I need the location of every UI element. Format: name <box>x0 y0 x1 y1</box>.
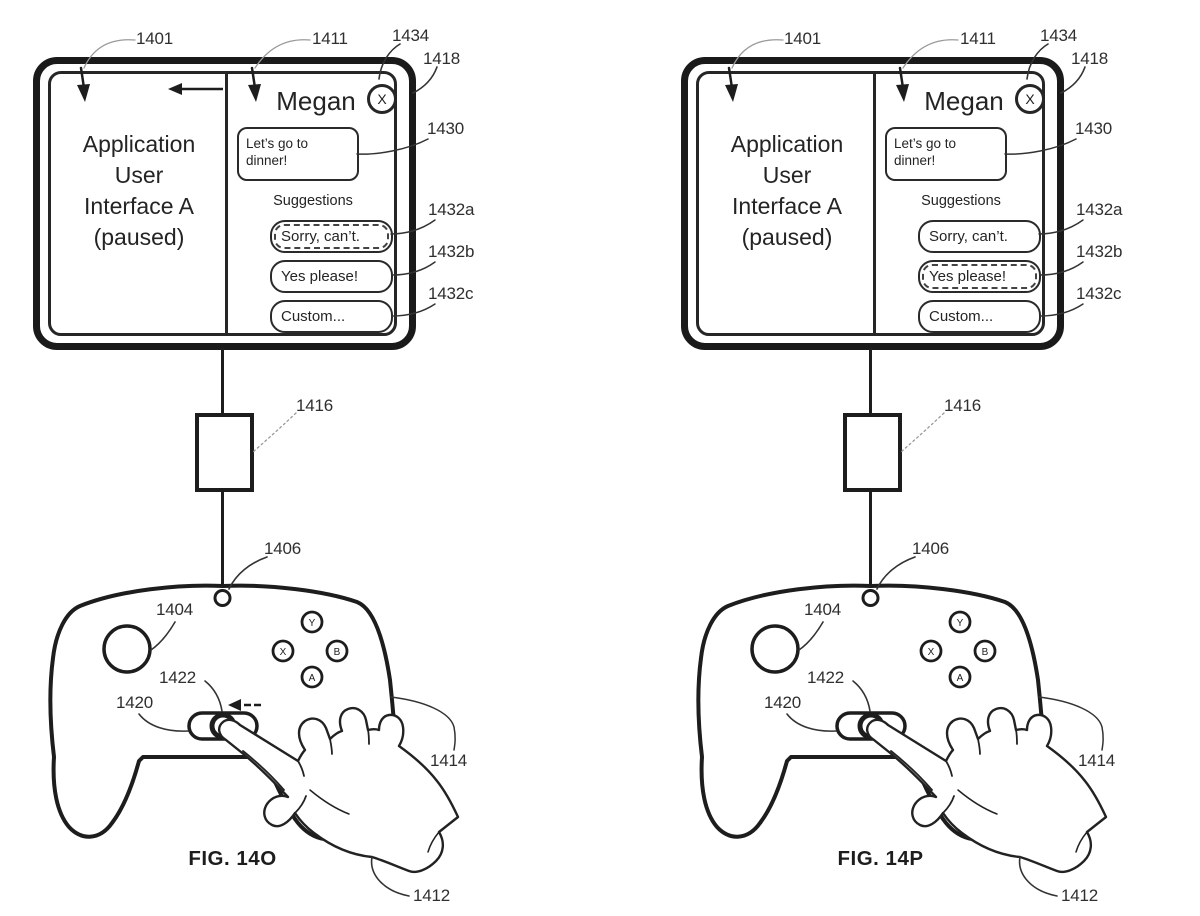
ref-1416: 1416 <box>944 396 982 415</box>
ref-1432a: 1432a <box>428 200 475 219</box>
figure-caption: FIG. 14O <box>188 847 277 870</box>
ref-1432b: 1432b <box>428 242 475 261</box>
ref-1401: 1401 <box>784 29 822 48</box>
close-icon: X <box>1025 91 1035 107</box>
close-button: X <box>367 84 397 114</box>
figure-14p: Application User Interface A (paused) Me… <box>648 0 1188 916</box>
message-bubble: Let’s go to dinner! <box>237 127 359 181</box>
ref-1418: 1418 <box>423 49 461 68</box>
message-bubble: Let’s go to dinner! <box>885 127 1007 181</box>
ref-1434: 1434 <box>392 26 430 45</box>
connector <box>195 348 254 592</box>
ref-1430: 1430 <box>427 119 465 138</box>
face-button-y <box>948 610 972 634</box>
face-button-y-label: Y <box>957 618 964 629</box>
ref-1416: 1416 <box>296 396 334 415</box>
game-controller: Y X B A <box>48 583 397 842</box>
pane-divider <box>873 74 876 333</box>
figure-caption: FIG. 14P <box>837 847 924 870</box>
adapter-box <box>195 413 254 492</box>
application-pane-text: Application User Interface A (paused) <box>730 131 844 250</box>
ref-1404: 1404 <box>804 600 842 619</box>
screen: Application User Interface A (paused) Me… <box>696 71 1045 336</box>
ref-1420: 1420 <box>764 693 802 712</box>
ref-1414: 1414 <box>1078 751 1116 770</box>
suggestions-title: Suggestions <box>273 193 353 209</box>
screen: Application User Interface A (paused) Me… <box>48 71 397 336</box>
suggestion-button: Custom... <box>918 300 1041 333</box>
ref-1432c: 1432c <box>1076 284 1122 303</box>
close-button: X <box>1015 84 1045 114</box>
face-button-a <box>948 665 972 689</box>
ref-1406: 1406 <box>264 539 302 558</box>
ref-1430: 1430 <box>1075 119 1113 138</box>
face-button-b-label: B <box>982 647 989 658</box>
ref-1411: 1411 <box>312 29 348 48</box>
suggestion-button: Yes please! <box>918 260 1041 293</box>
touch-slider <box>835 711 907 741</box>
display-device: Application User Interface A (paused) Me… <box>681 57 1064 350</box>
face-button-x <box>919 639 943 663</box>
face-button-a-label: A <box>309 673 316 684</box>
game-controller: Y X B A <box>696 583 1045 842</box>
swipe-left-arrow-icon-slider <box>228 699 261 711</box>
pane-divider <box>225 74 228 333</box>
chat-pane-title: Megan <box>276 86 356 116</box>
suggestion-button: Yes please! <box>270 260 393 293</box>
face-button-x-label: X <box>280 647 287 658</box>
ref-1422: 1422 <box>807 668 845 687</box>
ref-1432b: 1432b <box>1076 242 1123 261</box>
ref-1432c: 1432c <box>428 284 474 303</box>
ref-1414: 1414 <box>430 751 468 770</box>
chat-pane-title: Megan <box>924 86 1004 116</box>
suggestion-button: Custom... <box>270 300 393 333</box>
face-button-y-label: Y <box>309 618 316 629</box>
slider-thumb <box>209 712 237 740</box>
ref-1418: 1418 <box>1071 49 1109 68</box>
ref-1432a: 1432a <box>1076 200 1123 219</box>
adapter-box <box>843 413 902 492</box>
ref-1412: 1412 <box>1061 886 1099 905</box>
ref-1406: 1406 <box>912 539 950 558</box>
ref-1422: 1422 <box>159 668 197 687</box>
face-button-b <box>973 639 997 663</box>
face-button-x <box>271 639 295 663</box>
connector-port <box>861 589 880 607</box>
connector-port <box>213 589 232 607</box>
face-button-b-label: B <box>334 647 341 658</box>
suggestion-button: Sorry, can’t. <box>918 220 1041 253</box>
face-button-y <box>300 610 324 634</box>
ref-1412: 1412 <box>413 886 451 905</box>
ref-1434: 1434 <box>1040 26 1078 45</box>
suggestion-button: Sorry, can’t. <box>270 220 393 253</box>
ref-1411: 1411 <box>960 29 996 48</box>
joystick <box>750 624 800 674</box>
controller-body <box>48 583 397 842</box>
ref-1401: 1401 <box>136 29 174 48</box>
connector <box>843 348 902 592</box>
display-device: Application User Interface A (paused) Me… <box>33 57 416 350</box>
close-icon: X <box>377 91 387 107</box>
face-button-b <box>325 639 349 663</box>
ref-1404: 1404 <box>156 600 194 619</box>
joystick <box>102 624 152 674</box>
face-button-a <box>300 665 324 689</box>
face-button-a-label: A <box>957 673 964 684</box>
controller-body <box>696 583 1045 842</box>
face-button-x-label: X <box>928 647 935 658</box>
touch-slider <box>187 711 259 741</box>
figure-14o: Application User Interface A (paused) Me… <box>0 0 540 916</box>
slider-thumb <box>857 712 885 740</box>
suggestions-title: Suggestions <box>921 193 1001 209</box>
application-pane-text: Application User Interface A (paused) <box>82 131 196 250</box>
ref-1420: 1420 <box>116 693 154 712</box>
